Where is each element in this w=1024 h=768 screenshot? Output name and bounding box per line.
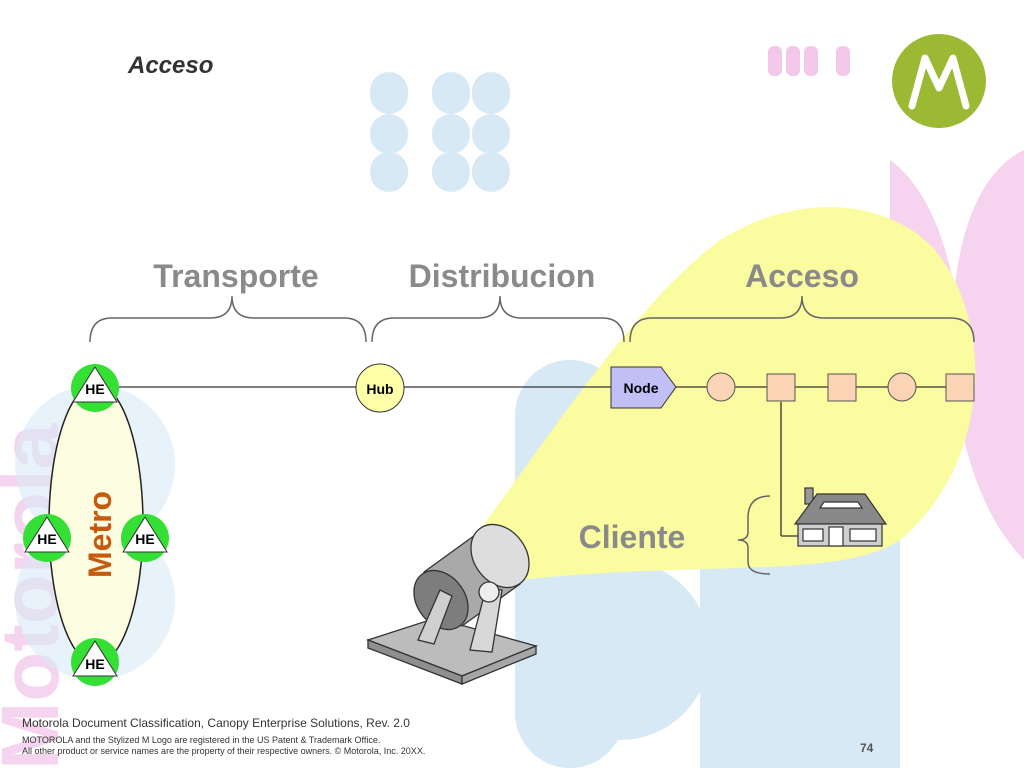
amplifier-1	[706, 372, 736, 402]
metro-label: Metro	[82, 491, 118, 578]
headend-bottom-label: HE	[85, 656, 104, 672]
footer-legal-line-1: MOTOROLA and the Stylized M Logo are reg…	[22, 735, 381, 745]
headend-top: HE	[71, 364, 119, 412]
footer-classification: Motorola Document Classification, Canopy…	[22, 716, 410, 730]
brace-acceso	[629, 295, 975, 343]
slide-title: Acceso	[128, 52, 214, 79]
brace-distribucion	[371, 295, 625, 343]
spotlight-icon	[366, 523, 539, 685]
access-elements	[706, 372, 975, 402]
fiber-node: Node	[610, 366, 677, 409]
headend-right: HE	[121, 514, 169, 562]
segment-label-distribucion: Distribucion	[409, 258, 596, 294]
motorola-logo	[892, 34, 986, 128]
segment-label-transporte: Transporte	[153, 258, 318, 294]
tap-1	[766, 373, 796, 402]
cliente-brace	[737, 495, 771, 575]
page-number: 74	[860, 741, 874, 755]
headend-top-label: HE	[85, 381, 104, 397]
hub-label: Hub	[366, 381, 393, 397]
fiber-node-label: Node	[624, 380, 659, 396]
headend-left: HE	[23, 514, 71, 562]
brace-transporte	[89, 295, 367, 343]
tap-2	[827, 373, 857, 402]
house-icon	[793, 487, 888, 547]
headend-left-label: HE	[37, 531, 56, 547]
tap-3	[945, 373, 975, 402]
cliente-label: Cliente	[579, 519, 686, 555]
headend-bottom: HE	[71, 638, 119, 686]
footer-legal-line-2: All other product or service names are t…	[22, 746, 426, 756]
footer-legal: MOTOROLA and the Stylized M Logo are reg…	[22, 735, 425, 757]
headend-right-label: HE	[135, 531, 154, 547]
hub-node: Hub	[355, 363, 405, 413]
segment-braces	[89, 295, 975, 343]
amplifier-2	[887, 372, 917, 402]
segment-label-acceso: Acceso	[745, 258, 859, 294]
